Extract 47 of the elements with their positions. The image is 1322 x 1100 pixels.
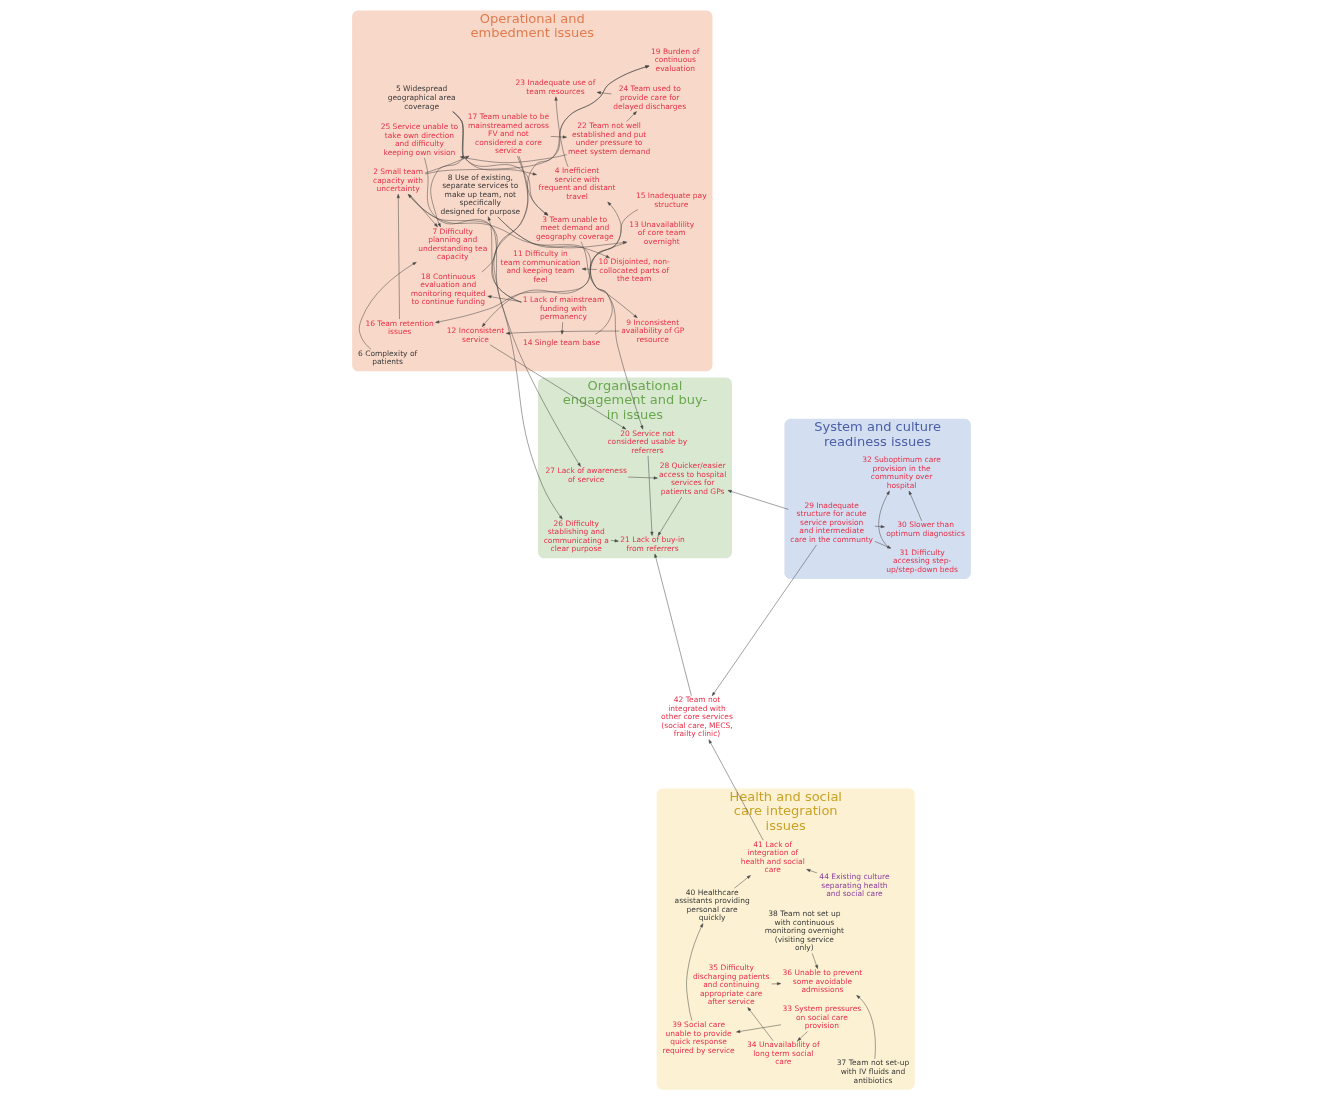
arrow — [610, 539, 619, 543]
arrow — [497, 216, 637, 319]
arrow — [489, 344, 626, 430]
arrow — [596, 91, 612, 95]
arrow — [516, 155, 548, 216]
arrow — [657, 496, 682, 536]
arrow — [855, 995, 876, 1060]
arrow — [493, 155, 581, 467]
arrow — [487, 216, 522, 303]
arrow — [497, 216, 610, 259]
arrow — [805, 869, 817, 874]
arrow — [554, 96, 568, 168]
arrow — [625, 111, 637, 122]
arrow — [653, 553, 692, 697]
arrow — [580, 241, 643, 430]
arrow — [550, 135, 567, 139]
arrow — [711, 544, 817, 697]
arrow — [358, 261, 417, 350]
arrow — [486, 295, 522, 303]
arrow — [481, 65, 649, 273]
arrow — [505, 330, 620, 335]
arrow — [589, 201, 622, 335]
arrow — [429, 111, 464, 228]
arrow — [396, 194, 400, 320]
arrow — [685, 923, 703, 1021]
arrow — [874, 525, 885, 529]
arrow — [581, 267, 597, 271]
arrow — [708, 739, 763, 841]
arrow — [424, 155, 469, 174]
arrow — [874, 541, 891, 549]
arrow — [560, 321, 564, 335]
arrow — [727, 490, 789, 510]
arrow — [481, 242, 627, 327]
arrow — [627, 476, 658, 480]
arrow — [733, 875, 751, 889]
arrow — [434, 209, 638, 324]
arrow — [877, 490, 890, 549]
arrow — [747, 1007, 773, 1042]
arrow — [908, 490, 922, 522]
arrow — [424, 65, 649, 175]
arrow — [796, 1031, 808, 1042]
arrow — [770, 982, 781, 986]
arrow — [647, 455, 653, 536]
arrow — [423, 157, 563, 520]
arrow — [459, 154, 567, 163]
arrow — [735, 1024, 781, 1033]
arrow — [811, 953, 818, 969]
